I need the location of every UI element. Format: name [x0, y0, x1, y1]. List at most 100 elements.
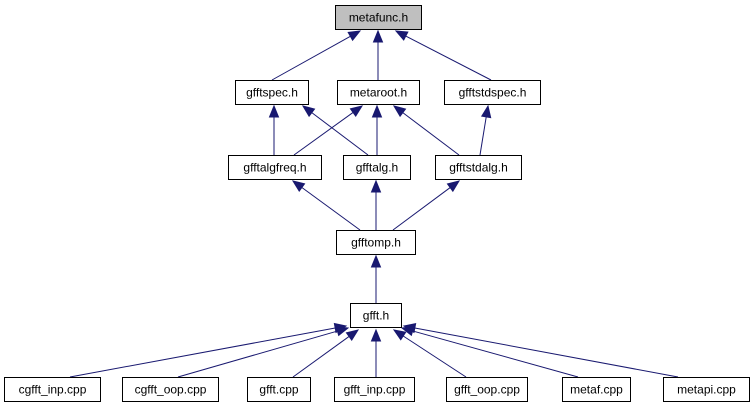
node-label: gfftspec.h: [246, 86, 298, 100]
edge-line: [402, 112, 460, 156]
arrowhead-icon: [301, 105, 316, 118]
arrowhead-icon: [480, 104, 492, 119]
node-cgfft_inp[interactable]: cgfft_inp.cpp: [4, 377, 101, 402]
edge-gfft_inp-to-gfft: [370, 328, 382, 377]
node-label: gfft_inp.cpp: [344, 383, 406, 397]
node-label: cgfft_oop.cpp: [135, 383, 207, 397]
arrowhead-icon: [347, 30, 362, 42]
edge-line: [311, 112, 369, 156]
arrowhead-icon: [291, 180, 306, 193]
arrowhead-icon: [392, 329, 407, 341]
edge-gfft-to-gfftomp: [370, 254, 382, 303]
edge-gfftspec-to-metafunc: [271, 30, 362, 81]
edge-line: [292, 336, 350, 378]
edge-metaf-to-gfft: [400, 326, 579, 378]
edge-line: [412, 330, 579, 378]
node-gfftspec[interactable]: gfftspec.h: [235, 80, 309, 105]
node-gfftomp[interactable]: gfftomp.h: [336, 230, 416, 255]
edge-gfft_cpp-to-gfft: [292, 329, 360, 378]
node-label: gfftstdalg.h: [449, 161, 508, 175]
arrowhead-icon: [370, 179, 382, 193]
node-box[interactable]: [4, 377, 101, 402]
node-box[interactable]: [247, 377, 311, 402]
node-box[interactable]: [337, 80, 420, 105]
arrowhead-icon: [392, 105, 407, 118]
arrowhead-icon: [394, 30, 409, 41]
edges-layer: [69, 29, 679, 378]
edge-gfftomp-to-gfftstdalg: [392, 180, 461, 231]
edge-gfftalgfreq-to-gfftspec: [268, 104, 280, 155]
node-label: gfftstdspec.h: [459, 86, 527, 100]
node-gfft_oop[interactable]: gfft_oop.cpp: [446, 377, 528, 402]
node-box[interactable]: [235, 80, 309, 105]
edge-metapi-to-gfft: [402, 322, 679, 378]
edge-gfftomp-to-gfftalgfreq: [291, 180, 361, 231]
node-gfft_inp[interactable]: gfft_inp.cpp: [334, 377, 415, 402]
arrowhead-icon: [402, 322, 417, 334]
node-label: metaroot.h: [350, 86, 407, 100]
node-box[interactable]: [336, 230, 416, 255]
node-gfftstdspec[interactable]: gfftstdspec.h: [444, 80, 541, 105]
edge-gfftalg-to-metaroot: [371, 104, 383, 155]
node-label: metapi.cpp: [677, 383, 736, 397]
arrowhead-icon: [370, 254, 382, 268]
arrowhead-icon: [268, 104, 280, 118]
node-box[interactable]: [444, 80, 541, 105]
node-label: gfft.h: [363, 309, 389, 323]
edge-metaroot-to-metafunc: [372, 29, 384, 80]
edge-line: [301, 187, 361, 231]
edge-gfftalgfreq-to-metaroot: [293, 105, 364, 156]
arrowhead-icon: [446, 180, 461, 193]
edge-gfftstdspec-to-metafunc: [394, 30, 492, 81]
edge-line: [177, 330, 338, 378]
edge-gfftstdalg-to-gfftstdspec: [479, 104, 492, 156]
arrowhead-icon: [372, 29, 384, 43]
node-gfftstdalg[interactable]: gfftstdalg.h: [435, 155, 522, 180]
node-box[interactable]: [446, 377, 528, 402]
edge-gfft_oop-to-gfft: [392, 329, 467, 378]
node-metapi[interactable]: metapi.cpp: [663, 377, 750, 402]
edge-gfftstdalg-to-metaroot: [392, 105, 460, 156]
node-box[interactable]: [334, 377, 415, 402]
node-label: gfft_oop.cpp: [454, 383, 520, 397]
node-gfft[interactable]: gfft.h: [350, 303, 402, 328]
arrowhead-icon: [349, 105, 364, 117]
edge-line: [405, 35, 492, 81]
edge-line: [414, 327, 679, 378]
node-box[interactable]: [122, 377, 219, 402]
edge-line: [69, 327, 336, 378]
arrowhead-icon: [335, 326, 350, 337]
edge-gfftomp-to-gfftalg: [370, 179, 382, 230]
node-label: gfftalg.h: [356, 161, 398, 175]
node-box[interactable]: [335, 5, 422, 30]
node-box[interactable]: [663, 377, 750, 402]
node-label: cgfft_inp.cpp: [19, 383, 87, 397]
edge-line: [392, 187, 451, 231]
node-box[interactable]: [435, 155, 522, 180]
node-label: gfft.cpp: [259, 383, 298, 397]
node-cgfft_oop[interactable]: cgfft_oop.cpp: [122, 377, 219, 402]
edge-line: [402, 335, 467, 378]
node-gfftalg[interactable]: gfftalg.h: [343, 155, 411, 180]
node-metafunc[interactable]: metafunc.h: [335, 5, 422, 30]
node-box[interactable]: [228, 155, 322, 180]
arrowhead-icon: [345, 329, 360, 341]
node-metaf[interactable]: metaf.cpp: [562, 377, 631, 402]
node-gfft_cpp[interactable]: gfft.cpp: [247, 377, 311, 402]
edge-cgfft_oop-to-gfft: [177, 326, 350, 378]
node-gfftalgfreq[interactable]: gfftalgfreq.h: [228, 155, 322, 180]
node-label: gfftalgfreq.h: [243, 161, 306, 175]
node-label: gfftomp.h: [351, 236, 401, 250]
edge-line: [479, 116, 487, 156]
node-metaroot[interactable]: metaroot.h: [337, 80, 420, 105]
edge-line: [293, 112, 354, 156]
edge-gfftalg-to-gfftspec: [301, 105, 369, 156]
node-box[interactable]: [350, 303, 402, 328]
nodes-layer: metafunc.h gfftspec.h metaroot.h gfftstdspe…: [4, 5, 750, 402]
node-box[interactable]: [343, 155, 411, 180]
arrowhead-icon: [370, 328, 382, 342]
node-box[interactable]: [562, 377, 631, 402]
node-label: metaf.cpp: [570, 383, 623, 397]
node-label: metafunc.h: [349, 11, 408, 25]
